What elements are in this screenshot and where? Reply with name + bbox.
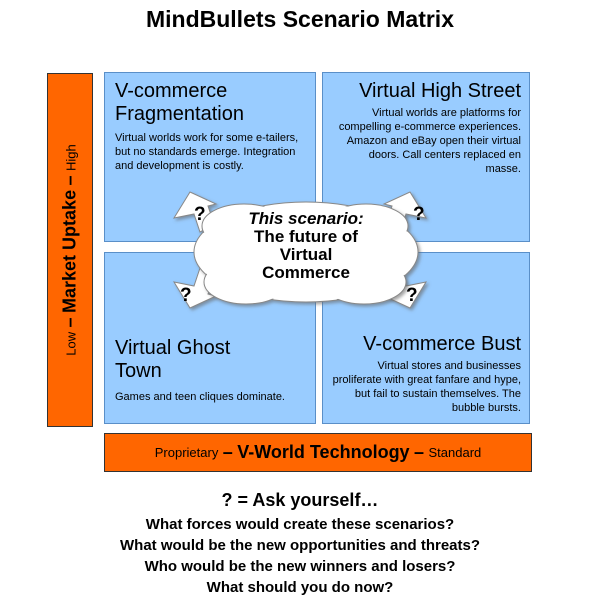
- scenario-line-2: Virtual: [279, 245, 333, 264]
- scenario-line-3: Commerce: [262, 263, 350, 282]
- question-item: Who would be the new winners and losers?: [144, 558, 456, 575]
- quadrant-title: V-commerce Bust: [363, 333, 521, 355]
- axis-high-label: Standard: [428, 445, 482, 460]
- quadrant-title: Virtual Ghost Town: [115, 337, 231, 382]
- v-world-technology-axis: Proprietary – V-World Technology – Stand…: [104, 433, 532, 472]
- axis-title: V-World Technology: [237, 442, 410, 462]
- question-item: What forces would create these scenarios…: [145, 516, 455, 533]
- quadrant-title: Virtual High Street: [359, 80, 521, 102]
- scenario-line-1: The future of: [254, 227, 358, 246]
- axis-low-label: Proprietary: [154, 445, 219, 460]
- page-title: MindBullets Scenario Matrix: [145, 6, 454, 32]
- question-mark-top-right: ?: [413, 204, 425, 225]
- axis-dash: –: [222, 442, 233, 462]
- quadrant-title: V-commerce Fragmentation: [115, 80, 244, 125]
- quadrant-virtual-high-street: Virtual High Street Virtual worlds are p…: [322, 72, 530, 242]
- axis-dash: –: [414, 442, 425, 462]
- scenario-intro: This scenario:: [248, 209, 364, 228]
- question-mark-bottom-left: ?: [180, 285, 192, 306]
- question-mark-bottom-right: ?: [406, 285, 418, 306]
- question-list: What forces would create these scenarios…: [0, 514, 600, 598]
- quadrant-description: Games and teen cliques dominate.: [115, 391, 285, 403]
- quadrant-description: Virtual stores and businesses proliferat…: [332, 360, 521, 414]
- question-item: What would be the new opportunities and …: [120, 537, 480, 554]
- question-mark-top-left: ?: [194, 204, 206, 225]
- question-item: What should you do now?: [206, 579, 394, 596]
- quadrant-description: Virtual worlds are platforms for compell…: [338, 107, 521, 175]
- scenario-label: This scenario: The future of Virtual Com…: [212, 210, 400, 282]
- ask-yourself-heading: ? = Ask yourself…: [221, 490, 379, 510]
- market-uptake-axis: Low – Market Uptake – High: [47, 73, 93, 427]
- quadrant-description: Virtual worlds work for some e-tailers, …: [115, 132, 299, 172]
